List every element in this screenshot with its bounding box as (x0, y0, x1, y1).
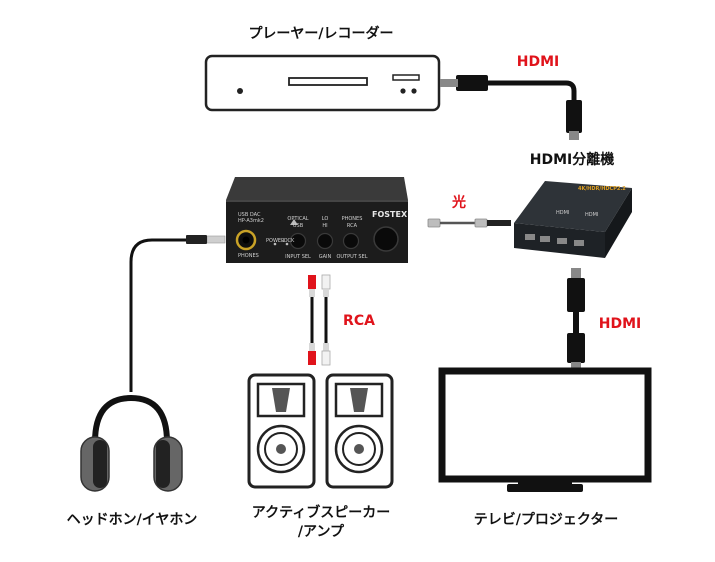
rca-cables (308, 274, 331, 366)
speaker-right (325, 373, 394, 489)
dac-model-line2: HP-A3mk2 (238, 218, 264, 224)
dac-lo-label: LO (322, 216, 329, 222)
speakers-label-line1: アクティブスピーカー (252, 504, 390, 521)
optical-label: 光 (451, 194, 466, 211)
dac-input-sel-label: INPUT SEL (285, 254, 311, 260)
hdmi-splitter-device (514, 181, 632, 258)
player-label: プレーヤー/レコーダー (248, 25, 393, 42)
splitter-label: HDMI分離機 (530, 151, 614, 168)
dac-optical-label: OPTICAL (287, 216, 308, 222)
hdmi-cable-top (440, 75, 582, 140)
speaker-left (247, 373, 316, 489)
dac-output-sel-label: OUTPUT SEL (336, 254, 367, 260)
splitter-top-label: 4K/HDR/HDCP2.2 (578, 186, 626, 192)
dac-phones-rca-1: PHONES (342, 216, 363, 222)
dac-brand: FOSTEX (372, 210, 408, 219)
headphone-cable (129, 235, 226, 392)
dac-phones-rca-2: RCA (347, 223, 358, 229)
headphones (80, 394, 183, 492)
splitter-face-2: HDMI (585, 212, 598, 218)
tv-projector (438, 367, 652, 492)
rca-label: RCA (343, 313, 375, 329)
player-recorder (204, 54, 441, 112)
dac-usb-label: USB (293, 223, 304, 229)
dac-lock-label: LOCK (281, 238, 295, 244)
usb-dac-device (226, 177, 408, 263)
hdmi-cable-bottom (567, 268, 585, 372)
speakers-label-line2: /アンプ (298, 524, 345, 540)
hdmi-label-bottom: HDMI (599, 316, 641, 332)
tv-label: テレビ/プロジェクター (474, 512, 619, 528)
headphones-label: ヘッドホン/イヤホン (67, 512, 198, 528)
dac-power-label: POWER (266, 238, 285, 244)
hdmi-label-top: HDMI (517, 54, 559, 70)
dac-phones-label: PHONES (238, 253, 259, 259)
splitter-face-1: HDMI (556, 210, 569, 216)
optical-cable (427, 218, 511, 228)
dac-gain-label: GAIN (319, 254, 332, 260)
dac-hi-label: HI (322, 223, 327, 229)
dac-model-line1: USB DAC (238, 212, 261, 218)
